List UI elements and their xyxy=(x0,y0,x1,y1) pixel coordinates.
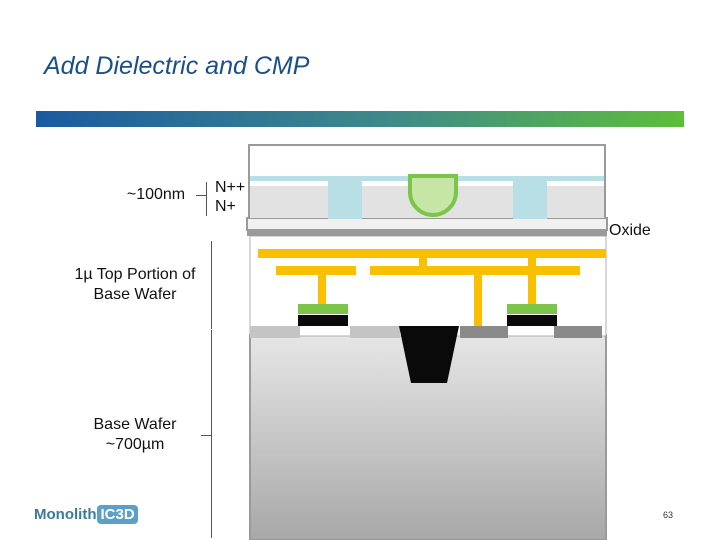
base-wafer-line1: Base Wafer xyxy=(93,416,177,433)
metal-via-left xyxy=(318,266,326,304)
top-portion-label: 1µ Top Portion of Base Wafer xyxy=(60,265,210,305)
metal-right-via xyxy=(528,249,536,304)
logo-badge: IC3D xyxy=(97,505,138,524)
green-pad-left xyxy=(298,304,348,314)
metal-left-line xyxy=(276,266,356,275)
top-portion-line2: Base Wafer xyxy=(93,286,177,303)
thickness-label: ~100nm xyxy=(126,186,186,203)
oxide-layer-top xyxy=(246,217,608,231)
metal-center-drop xyxy=(474,266,482,326)
metal-right-line xyxy=(510,266,580,275)
base-wafer-bracket xyxy=(211,330,212,538)
logo-text: Monolith xyxy=(34,506,97,523)
slide-title: Add Dielectric and CMP xyxy=(44,52,310,80)
green-pad-right xyxy=(507,304,557,314)
black-trench xyxy=(399,326,459,383)
metal-top-line xyxy=(258,249,606,258)
sti-block-1 xyxy=(250,326,300,338)
sti-block-2 xyxy=(350,326,400,338)
oxide-label: Oxide xyxy=(609,222,651,239)
thickness-tick xyxy=(196,195,206,196)
base-wafer-label: Base Wafer ~700µm xyxy=(70,415,200,455)
title-gradient-bar xyxy=(36,111,684,127)
top-portion-line1: 1µ Top Portion of xyxy=(74,266,196,283)
green-gate xyxy=(408,174,458,217)
sti-block-4 xyxy=(554,326,602,338)
n-plus-label: N+ xyxy=(215,198,236,215)
n-layer-bracket xyxy=(206,182,207,216)
base-wafer-line2: ~700µm xyxy=(105,436,165,453)
metal-center-line xyxy=(370,266,510,275)
top-portion-bracket xyxy=(211,241,212,329)
metal-center-via xyxy=(419,249,427,269)
page-number: 63 xyxy=(663,510,674,520)
oxide-layer-bottom xyxy=(247,230,607,236)
black-gate-right xyxy=(507,315,557,326)
base-wafer-tick xyxy=(201,435,211,436)
contact-left xyxy=(328,176,362,219)
sti-block-3 xyxy=(460,326,508,338)
contact-right xyxy=(513,176,547,219)
black-gate-left xyxy=(298,315,348,326)
n-plus-plus-label: N++ xyxy=(215,179,246,196)
